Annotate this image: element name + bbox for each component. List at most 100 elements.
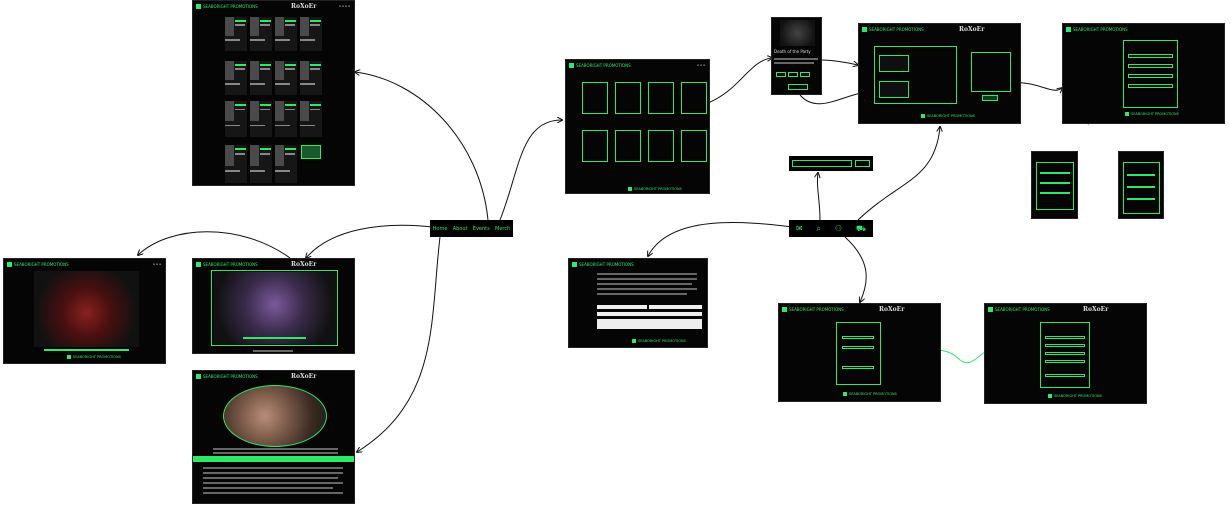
connector-iconbar-search [817, 173, 820, 221]
contact-name-field[interactable] [597, 305, 647, 309]
register-field[interactable] [1045, 344, 1085, 347]
merch-card[interactable] [681, 82, 707, 114]
event-tile[interactable] [275, 61, 297, 95]
event-tile[interactable] [250, 101, 272, 137]
nav-home[interactable]: Home [432, 225, 448, 232]
size-option[interactable] [788, 72, 798, 77]
merch-card[interactable] [648, 82, 674, 114]
brand-icon [862, 27, 867, 32]
footer-brand: SEABORIGHT PROMOTIONS [628, 187, 682, 191]
form-field[interactable] [1128, 84, 1173, 88]
connector-nav-events [355, 72, 489, 221]
contact-email-field[interactable] [649, 305, 702, 309]
brand-icon [572, 262, 577, 267]
register-field[interactable] [1045, 352, 1085, 355]
brand-icon [569, 63, 574, 68]
user-icon[interactable]: ⚇ [834, 223, 843, 233]
brand-text: SEABORIGHT PROMOTIONS [14, 262, 69, 267]
form-field[interactable] [1128, 54, 1173, 58]
connector-home-poster [138, 231, 291, 259]
checkout-form [1123, 40, 1178, 108]
hero-image [213, 272, 336, 344]
register-form [1040, 322, 1090, 388]
header-dots: ▪▪▪▪ [338, 4, 351, 8]
connector-nav-about [357, 236, 441, 452]
mobile-form [1123, 162, 1160, 214]
register-button[interactable] [1045, 374, 1085, 377]
product-title: Death of the Party [774, 49, 811, 54]
events-screen: SEABORIGHT PROMOTIONS RoXoEr ▪▪▪▪ [192, 0, 355, 186]
brand-text: SEABORIGHT PROMOTIONS [789, 307, 844, 312]
header-brand: SEABORIGHT PROMOTIONS [196, 262, 258, 267]
event-tile[interactable] [300, 61, 322, 95]
cart-item[interactable] [879, 55, 909, 72]
brand-icon [67, 355, 71, 359]
merch-card[interactable] [615, 82, 641, 114]
cart-item[interactable] [879, 81, 909, 98]
event-tile[interactable] [225, 101, 247, 137]
event-tile[interactable] [225, 145, 247, 183]
event-tile[interactable] [275, 101, 297, 137]
event-tile[interactable] [275, 17, 297, 51]
product-image [780, 20, 815, 46]
nav-merch[interactable]: Merch [495, 225, 511, 232]
event-tile[interactable] [225, 61, 247, 95]
merch-card[interactable] [681, 130, 707, 162]
merch-card[interactable] [582, 82, 608, 114]
event-tile[interactable] [275, 145, 297, 183]
footer-brand-text: SEABORIGHT PROMOTIONS [849, 392, 897, 396]
brand-text: SEABORIGHT PROMOTIONS [203, 262, 258, 267]
event-tile[interactable] [300, 17, 322, 51]
contact-message-field[interactable] [597, 319, 702, 329]
event-tile[interactable] [250, 17, 272, 51]
login-field[interactable] [842, 336, 874, 339]
merch-card[interactable] [615, 130, 641, 162]
brand-icon [1066, 27, 1071, 32]
brand-icon [7, 262, 12, 267]
login-button[interactable] [842, 366, 874, 369]
brand-icon [1125, 112, 1129, 116]
brand-icon [632, 339, 636, 343]
search-button[interactable] [855, 160, 870, 167]
event-tile[interactable] [250, 61, 272, 95]
brand-icon [921, 114, 925, 118]
form-field[interactable] [1128, 74, 1173, 78]
about-photo [223, 385, 327, 447]
event-tile-highlight[interactable] [301, 145, 321, 159]
brand-icon [1048, 394, 1052, 398]
event-tile[interactable] [250, 145, 272, 183]
login-field[interactable] [842, 346, 874, 349]
merch-card[interactable] [582, 130, 608, 162]
size-option[interactable] [776, 72, 786, 77]
login-screen: SEABORIGHT PROMOTIONS RoXoEr SEABORIGHT … [778, 303, 941, 402]
add-to-cart-button[interactable] [788, 84, 808, 90]
merch-screen: SEABORIGHT PROMOTIONS ▪▪▪ SEABORIGHT PRO… [565, 59, 710, 194]
event-tile[interactable] [300, 101, 322, 137]
login-form [836, 322, 881, 385]
register-field[interactable] [1045, 336, 1085, 339]
header-brand: SEABORIGHT PROMOTIONS [569, 63, 631, 68]
contact-subject-field[interactable] [597, 312, 702, 316]
cart-icon[interactable]: ⛟ [855, 223, 867, 233]
event-poster-image[interactable] [34, 271, 139, 347]
form-field[interactable] [1128, 64, 1173, 68]
site-logo: RoXoEr [1083, 306, 1109, 313]
connector-product-cart [821, 59, 858, 65]
footer-brand: SEABORIGHT PROMOTIONS [1125, 112, 1179, 116]
search-icon[interactable]: ⌕ [816, 223, 822, 233]
header-brand: SEABORIGHT PROMOTIONS [196, 4, 258, 9]
nav-events[interactable]: Events [472, 225, 490, 232]
checkout-button[interactable] [982, 95, 998, 101]
brand-icon [782, 307, 787, 312]
event-tile[interactable] [225, 17, 247, 51]
size-option[interactable] [800, 72, 810, 77]
mail-icon[interactable]: ✉ [795, 223, 803, 233]
nav-about[interactable]: About [452, 225, 468, 232]
connector-iconbar-contact [648, 222, 801, 256]
cart-items-panel [874, 46, 957, 104]
search-input[interactable] [792, 160, 852, 167]
site-logo: RoXoEr [879, 306, 905, 313]
merch-card[interactable] [648, 130, 674, 162]
brand-text: SEABORIGHT PROMOTIONS [203, 4, 258, 9]
register-field[interactable] [1045, 360, 1085, 363]
